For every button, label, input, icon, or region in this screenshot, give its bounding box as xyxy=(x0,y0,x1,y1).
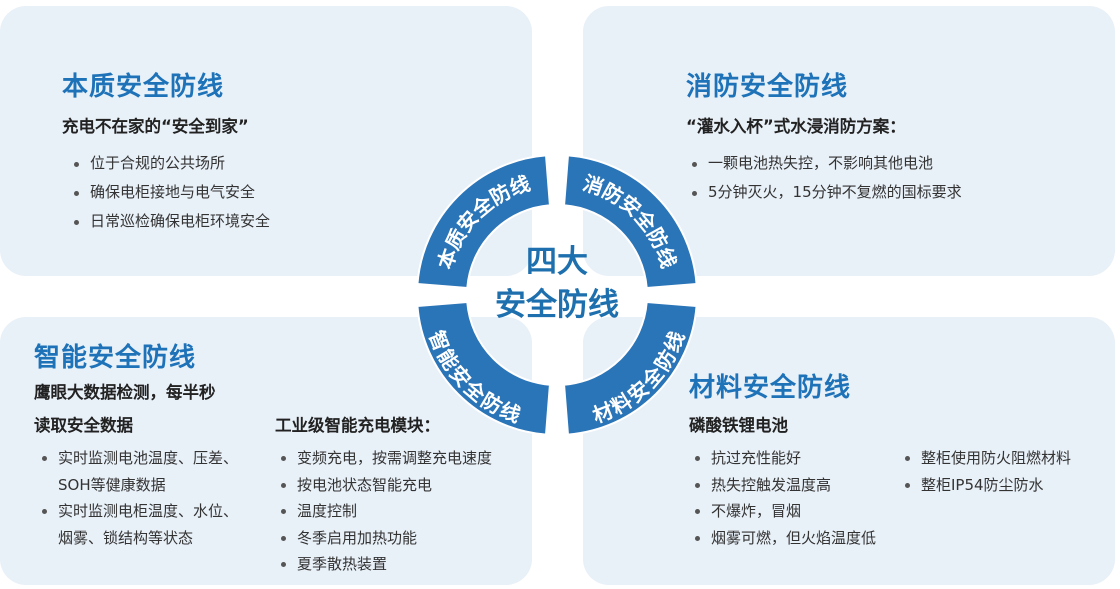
bullet-list: 抗过充性能好 热失控触发温度高 不爆炸，冒烟 烟雾可燃，但火焰温度低 xyxy=(691,445,876,551)
list-item: 不爆炸，冒烟 xyxy=(691,498,876,525)
list-item: 温度控制 xyxy=(277,498,492,525)
list-item: 变频充电，按需调整充电速度 xyxy=(277,445,492,472)
list-item: 夏季散热装置 xyxy=(277,551,492,578)
bullet-list-2: 变频充电，按需调整充电速度 按电池状态智能充电 温度控制 冬季启用加热功能 夏季… xyxy=(277,445,492,578)
list-item: 实时监测电柜温度、水位、烟雾、锁结构等状态 xyxy=(38,498,250,551)
list-item: 日常巡检确保电柜环境安全 xyxy=(70,207,270,236)
bullet-list: 实时监测电池温度、压差、SOH等健康数据 实时监测电柜温度、水位、烟雾、锁结构等… xyxy=(38,445,250,551)
bullet-list: 一颗电池热失控，不影响其他电池 5分钟灭火，15分钟不复燃的国标要求 xyxy=(688,149,962,207)
panel-title: 消防安全防线 xyxy=(686,72,849,102)
list-item: 整柜IP54防尘防水 xyxy=(901,472,1071,499)
bullet-list-2: 整柜使用防火阻燃材料 整柜IP54防尘防水 xyxy=(901,445,1071,498)
panel-title: 智能安全防线 xyxy=(34,343,197,373)
panel-subtitle-2: 工业级智能充电模块： xyxy=(275,416,440,435)
list-item: 5分钟灭火，15分钟不复燃的国标要求 xyxy=(688,178,962,207)
list-item: 烟雾可燃，但火焰温度低 xyxy=(691,525,876,552)
panel-subtitle-cont: 读取安全数据 xyxy=(34,416,133,435)
ring-segment-smart xyxy=(416,300,552,436)
panel-title: 材料安全防线 xyxy=(689,373,852,403)
list-item: 抗过充性能好 xyxy=(691,445,876,472)
list-item: 确保电柜接地与电气安全 xyxy=(70,178,270,207)
ring-segment-material xyxy=(562,300,698,436)
ring-segment-intrinsic xyxy=(416,154,552,290)
center-title-line1: 四大 xyxy=(526,244,588,280)
panel-subtitle: 磷酸铁锂电池 xyxy=(689,416,788,435)
panel-title: 本质安全防线 xyxy=(62,72,225,102)
list-item: 冬季启用加热功能 xyxy=(277,525,492,552)
panel-subtitle: 鹰眼大数据检测，每半秒 xyxy=(34,383,216,402)
list-item: 位于合规的公共场所 xyxy=(70,149,270,178)
bullet-list: 位于合规的公共场所 确保电柜接地与电气安全 日常巡检确保电柜环境安全 xyxy=(70,149,270,236)
list-item: 热失控触发温度高 xyxy=(691,472,876,499)
panel-intrinsic-safety: 本质安全防线 充电不在家的“安全到家” 位于合规的公共场所 确保电柜接地与电气安… xyxy=(0,6,532,276)
panel-subtitle: “灌水入杯”式水浸消防方案： xyxy=(686,117,906,136)
list-item: 按电池状态智能充电 xyxy=(277,472,492,499)
center-title-line2: 安全防线 xyxy=(495,287,619,323)
list-item: 实时监测电池温度、压差、SOH等健康数据 xyxy=(38,445,250,498)
list-item: 整柜使用防火阻燃材料 xyxy=(901,445,1071,472)
ring-segment-fire xyxy=(562,154,698,290)
panel-subtitle: 充电不在家的“安全到家” xyxy=(62,117,249,136)
list-item: 一颗电池热失控，不影响其他电池 xyxy=(688,149,962,178)
